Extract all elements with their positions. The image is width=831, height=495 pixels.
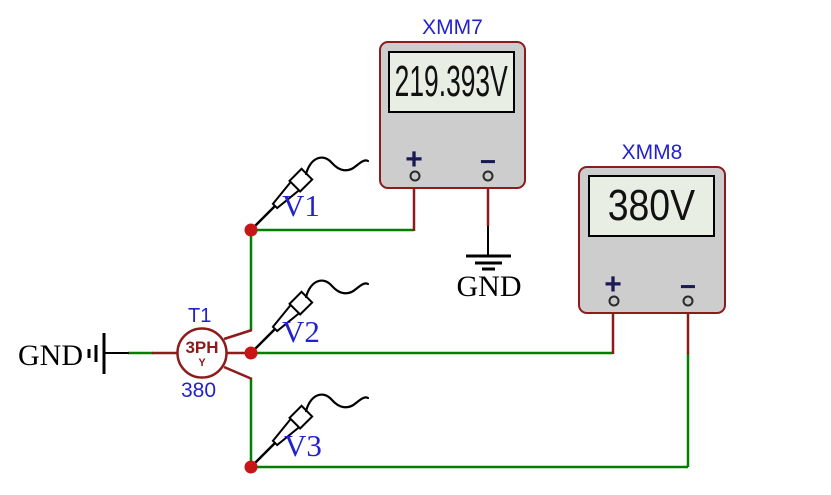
junction-dot xyxy=(244,460,258,474)
probe-label-v3: V3 xyxy=(284,428,322,463)
junction-dot xyxy=(244,346,258,360)
instrument-label: XMM8 xyxy=(621,141,683,164)
voltage-reading: 219.393V xyxy=(394,57,509,106)
minus-terminal-sign: − xyxy=(479,146,497,177)
minus-terminal[interactable] xyxy=(682,295,694,307)
ground-symbol-left[interactable] xyxy=(87,333,129,374)
multimeter-xmm7[interactable]: XMM7 219.393V + − xyxy=(379,16,526,189)
plus-terminal-sign: + xyxy=(405,143,423,176)
t1-pin-phase-a[interactable] xyxy=(223,328,253,341)
three-phase-source-symbol[interactable] xyxy=(176,327,228,379)
multimeter-xmm8[interactable]: XMM8 380V + − xyxy=(578,141,726,314)
probe-label-v1: V1 xyxy=(282,188,320,223)
minus-terminal-sign: − xyxy=(679,271,697,302)
instrument-label: XMM7 xyxy=(422,16,483,39)
source-type-label: 3PH xyxy=(185,338,219,357)
voltage-reading: 380V xyxy=(607,181,696,230)
source-wye-symbol: Y xyxy=(198,357,206,369)
plus-terminal[interactable] xyxy=(608,295,620,307)
ground-label-bottom: GND xyxy=(456,270,522,303)
probe-label-v2: V2 xyxy=(282,314,320,349)
ground-symbol-bottom[interactable] xyxy=(466,226,511,271)
minus-terminal[interactable] xyxy=(482,170,494,182)
multimeter-display: 380V xyxy=(588,175,715,237)
multimeter-display: 219.393V xyxy=(388,51,515,113)
source-voltage-label: 380 xyxy=(181,379,217,402)
plus-terminal[interactable] xyxy=(409,170,421,182)
junction-dot xyxy=(244,223,258,237)
source-refdes: T1 xyxy=(188,305,212,327)
plus-terminal-sign: + xyxy=(604,268,622,301)
t1-pin-phase-c[interactable] xyxy=(223,365,253,381)
ground-label-left: GND xyxy=(18,339,83,372)
